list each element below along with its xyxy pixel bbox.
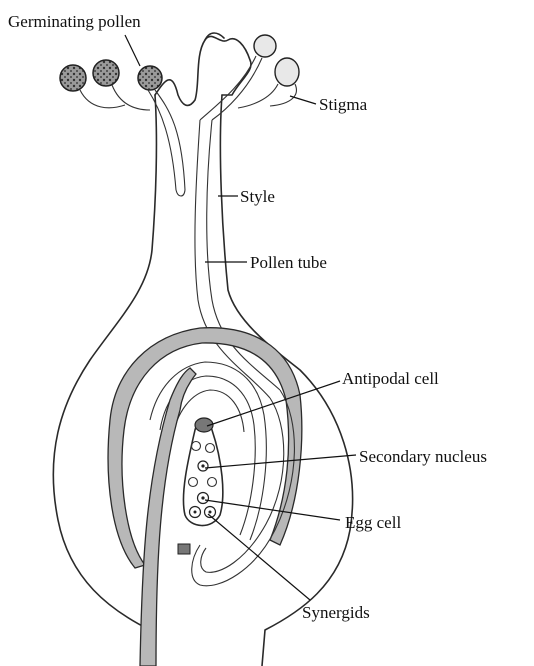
label-germinating-pollen: Germinating pollen	[8, 12, 141, 31]
label-antipodal-cell: Antipodal cell	[342, 369, 439, 388]
label-secondary-nucleus: Secondary nucleus	[359, 447, 487, 466]
pollen-grain-4	[254, 35, 276, 57]
pollen-grain-3	[138, 66, 162, 90]
label-pollen-tube: Pollen tube	[250, 253, 327, 272]
pollen-grain-2	[93, 60, 119, 86]
pollen-grain-1	[60, 65, 86, 91]
label-synergids: Synergids	[302, 603, 370, 622]
label-style: Style	[240, 187, 275, 206]
germinating-pollen	[60, 35, 299, 196]
label-stigma: Stigma	[319, 95, 368, 114]
labels: Germinating pollen Stigma Style Pollen t…	[8, 12, 487, 622]
pollen-grain-5	[275, 58, 299, 86]
embryo-sac	[183, 418, 222, 526]
pistil-outline	[53, 33, 352, 666]
label-egg-cell: Egg cell	[345, 513, 401, 532]
micropyle-mark	[178, 544, 190, 554]
